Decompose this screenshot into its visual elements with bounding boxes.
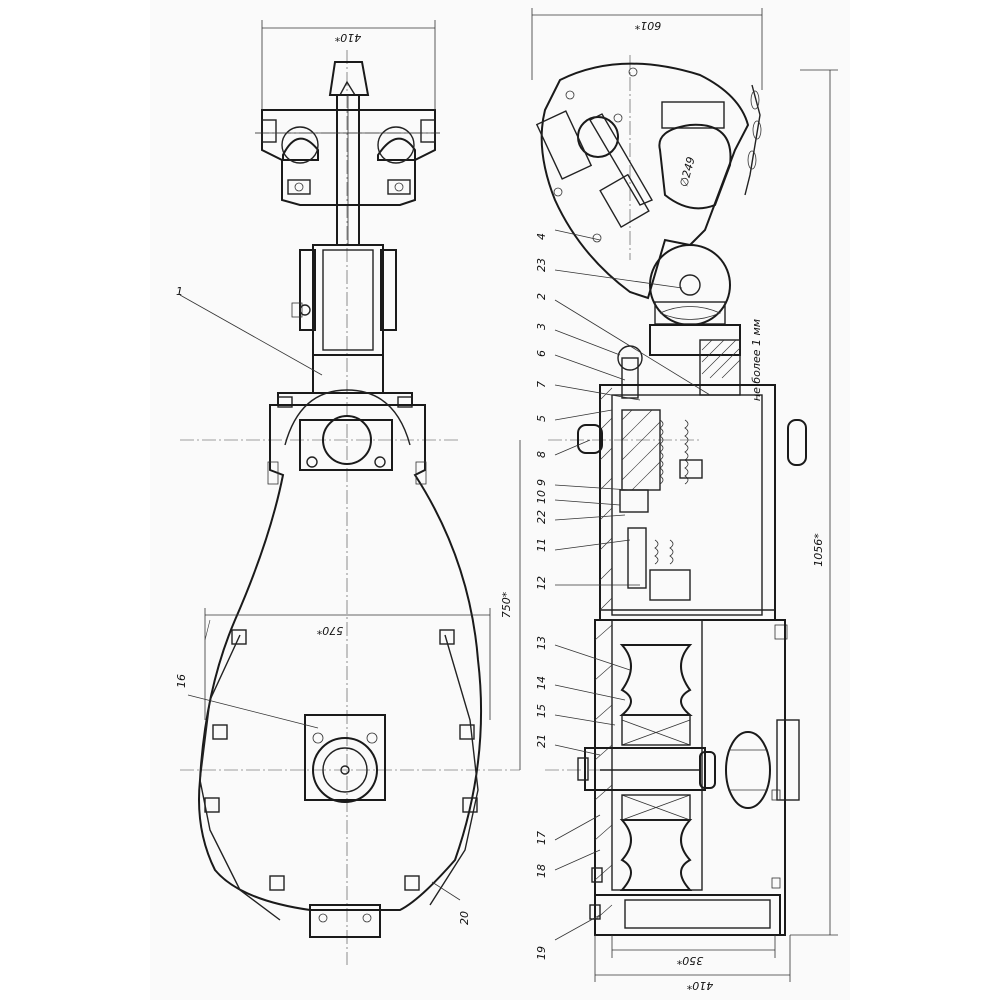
callout-18: 18 [535,864,548,878]
callout-8: 8 [535,451,548,458]
callout-1: 1 [176,285,183,298]
dim-1056: 1056* [812,533,825,567]
callout-16: 16 [175,674,188,688]
callout-13: 13 [535,636,548,650]
callout-leaders [179,229,711,941]
callout-7: 7 [535,381,548,388]
callout-11: 11 [535,538,548,552]
callout-4: 4 [535,233,548,240]
front-view [180,50,520,965]
callout-12: 12 [535,576,548,590]
callout-23: 23 [535,258,548,272]
dim-570: 570* [316,624,343,637]
side-view [535,55,807,936]
callout-22: 22 [535,510,548,524]
dimension-lines: 410* 601* 750* 570* 1056* 350* 410* ∅249… [204,8,838,992]
gap-note: не более 1 мм [750,319,763,401]
dim-750: 750* [500,591,513,618]
callout-19: 19 [535,946,548,960]
callout-9: 9 [535,479,548,486]
dim-410-bottom: 410* [686,979,713,992]
callout-5: 5 [535,415,548,422]
callout-6: 6 [535,350,548,357]
callout-2: 2 [535,293,548,300]
paper [150,0,850,1000]
callout-17: 17 [535,831,548,845]
callout-14: 14 [535,676,548,690]
callout-15: 15 [535,704,548,718]
callout-10: 10 [535,490,548,504]
callout-labels: 1 4 23 2 3 6 7 5 8 9 10 22 11 12 13 14 1… [175,233,548,960]
dim-410-top: 410* [334,31,361,44]
dim-601-top: 601* [634,19,661,32]
dim-350: 350* [676,954,703,967]
callout-21: 21 [535,734,548,748]
callout-3: 3 [535,323,548,330]
callout-20: 20 [458,911,471,925]
